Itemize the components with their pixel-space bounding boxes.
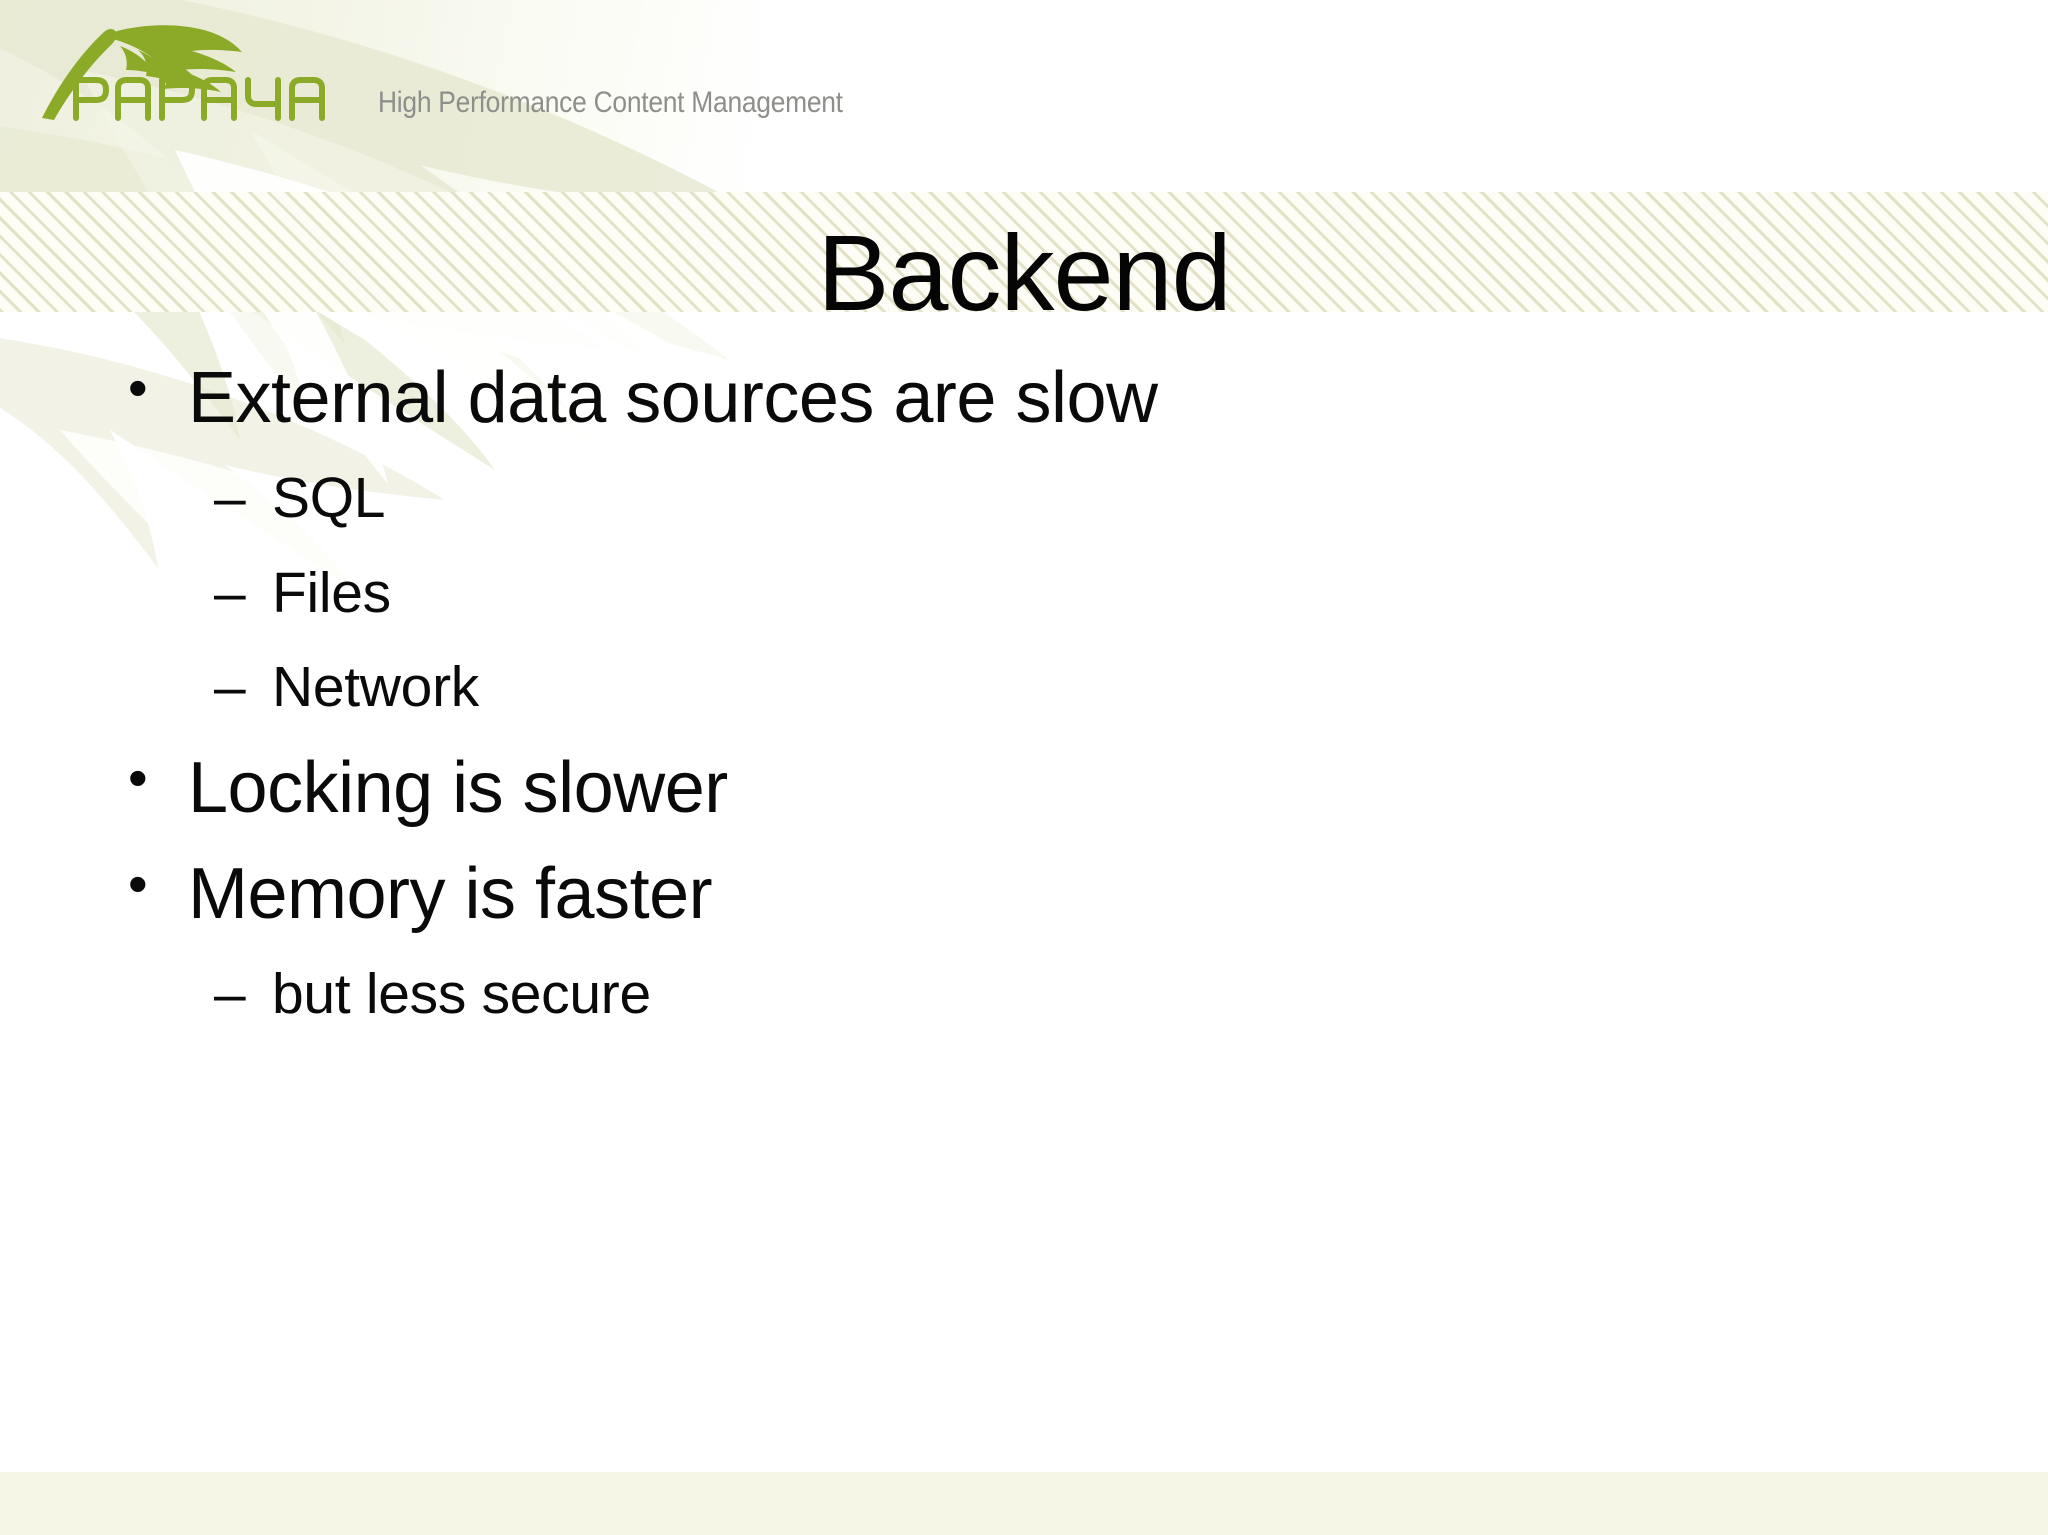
bullet-text: Locking is slower (188, 748, 728, 829)
sub-bullet-item: – Network (0, 647, 2048, 728)
bullet-item: • Memory is faster (0, 848, 2048, 942)
sub-bullet-item: – Files (0, 553, 2048, 634)
slide-header: High Performance Content Management (0, 0, 2048, 192)
bullet-item: • External data sources are slow (0, 352, 2048, 446)
page-title: Backend (817, 212, 1231, 334)
dash-marker-icon: – (214, 465, 246, 530)
sub-bullet-item: – SQL (0, 458, 2048, 539)
bullet-group-1: • Locking is slower (0, 742, 2048, 836)
slide-content: • External data sources are slow – SQL –… (0, 352, 2048, 1049)
sub-bullet-text: but less secure (272, 961, 651, 1026)
papaya-logo (36, 14, 356, 124)
bullet-group-2: • Memory is faster – but less secure (0, 848, 2048, 1035)
dash-marker-icon: – (214, 961, 246, 1026)
dash-marker-icon: – (214, 655, 246, 720)
brand-tagline: High Performance Content Management (378, 86, 843, 119)
sub-bullet-text: Files (272, 560, 391, 625)
bullet-marker-icon: • (128, 356, 148, 419)
bullet-marker-icon: • (128, 746, 148, 810)
bullet-text: External data sources are slow (188, 358, 1158, 438)
sub-bullet-item: – but less secure (0, 954, 2048, 1035)
bullet-item: • Locking is slower (0, 742, 2048, 836)
footer-band (0, 1472, 2048, 1535)
bullet-text: Memory is faster (188, 854, 713, 934)
sub-bullet-text: Network (272, 655, 479, 720)
dash-marker-icon: – (214, 560, 246, 625)
sub-bullet-text: SQL (272, 465, 386, 530)
bullet-group-0: • External data sources are slow – SQL –… (0, 352, 2048, 728)
papaya-leaf-icon (42, 25, 325, 121)
bullet-marker-icon: • (128, 852, 148, 915)
